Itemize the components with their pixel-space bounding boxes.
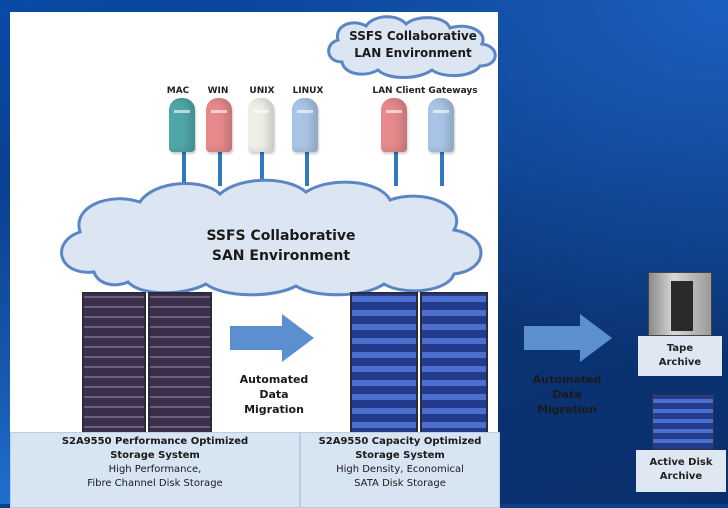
performance-rack-left [82, 292, 146, 438]
migration-1-line2: Data [259, 388, 289, 401]
migration-2-line3: Migration [537, 403, 597, 416]
host-label-win: WIN [207, 86, 229, 96]
migration-label-1: Automated Data Migration [226, 372, 322, 417]
performance-title-2: Storage System [110, 450, 200, 461]
wire-linux [305, 150, 309, 186]
tape-archive-icon [648, 272, 712, 336]
san-cloud-line2: SAN Environment [211, 248, 351, 264]
performance-rack-right [148, 292, 212, 438]
wire-unix [260, 150, 264, 186]
migration-label-2: Automated Data Migration [512, 372, 622, 417]
performance-title-1: S2A9550 Performance Optimized [61, 436, 249, 447]
lan-cloud-line1: SSFS Collaborative [349, 29, 477, 43]
win-server-icon [206, 98, 232, 152]
tape-archive-line2: Archive [658, 357, 702, 368]
migration-2-line1: Automated [532, 373, 602, 386]
capacity-title-1: S2A9550 Capacity Optimized [318, 436, 482, 447]
capacity-rack-right [420, 292, 488, 438]
host-label-linux: LINUX [292, 86, 324, 96]
capacity-system-box: S2A9550 Capacity Optimized Storage Syste… [300, 432, 500, 508]
tape-archive-line1: Tape [666, 343, 694, 354]
capacity-desc-1: High Density, Economical [336, 464, 464, 475]
san-cloud-title: SSFS Collaborative SAN Environment [170, 226, 392, 266]
disk-archive-line2: Archive [659, 471, 703, 482]
host-label-mac: MAC [166, 86, 190, 96]
performance-desc-1: High Performance, [108, 464, 202, 475]
lan-cloud-line2: LAN Environment [354, 46, 472, 60]
disk-archive-icon [652, 394, 714, 450]
lan-cloud-title: SSFS Collaborative LAN Environment [322, 28, 504, 62]
performance-system-box: S2A9550 Performance Optimized Storage Sy… [10, 432, 300, 508]
wire-gateway-1 [394, 150, 398, 186]
capacity-desc-2: SATA Disk Storage [354, 478, 446, 489]
performance-desc-2: Fibre Channel Disk Storage [87, 478, 223, 489]
migration-1-line1: Automated [239, 373, 309, 386]
lan-cloud [327, 15, 497, 79]
capacity-rack-left [350, 292, 418, 438]
wire-mac [182, 150, 186, 186]
unix-server-icon [248, 98, 274, 152]
linux-server-icon [292, 98, 318, 152]
disk-archive-line1: Active Disk [649, 457, 713, 468]
gateways-label: LAN Client Gateways [372, 86, 478, 96]
migration-2-line2: Data [552, 388, 582, 401]
migration-1-line3: Migration [244, 403, 304, 416]
san-cloud [60, 178, 483, 297]
migration-arrow-1 [230, 314, 314, 362]
host-label-unix: UNIX [249, 86, 275, 96]
capacity-title-2: Storage System [355, 450, 445, 461]
wire-gateway-2 [440, 150, 444, 186]
disk-archive-label: Active Disk Archive [636, 450, 726, 492]
gateway-server-icon-2 [428, 98, 454, 152]
tape-archive-label: Tape Archive [638, 336, 722, 376]
san-cloud-line1: SSFS Collaborative [206, 228, 356, 244]
mac-server-icon [169, 98, 195, 152]
wire-win [218, 150, 222, 186]
gateway-server-icon-1 [381, 98, 407, 152]
migration-arrow-2 [524, 314, 612, 362]
